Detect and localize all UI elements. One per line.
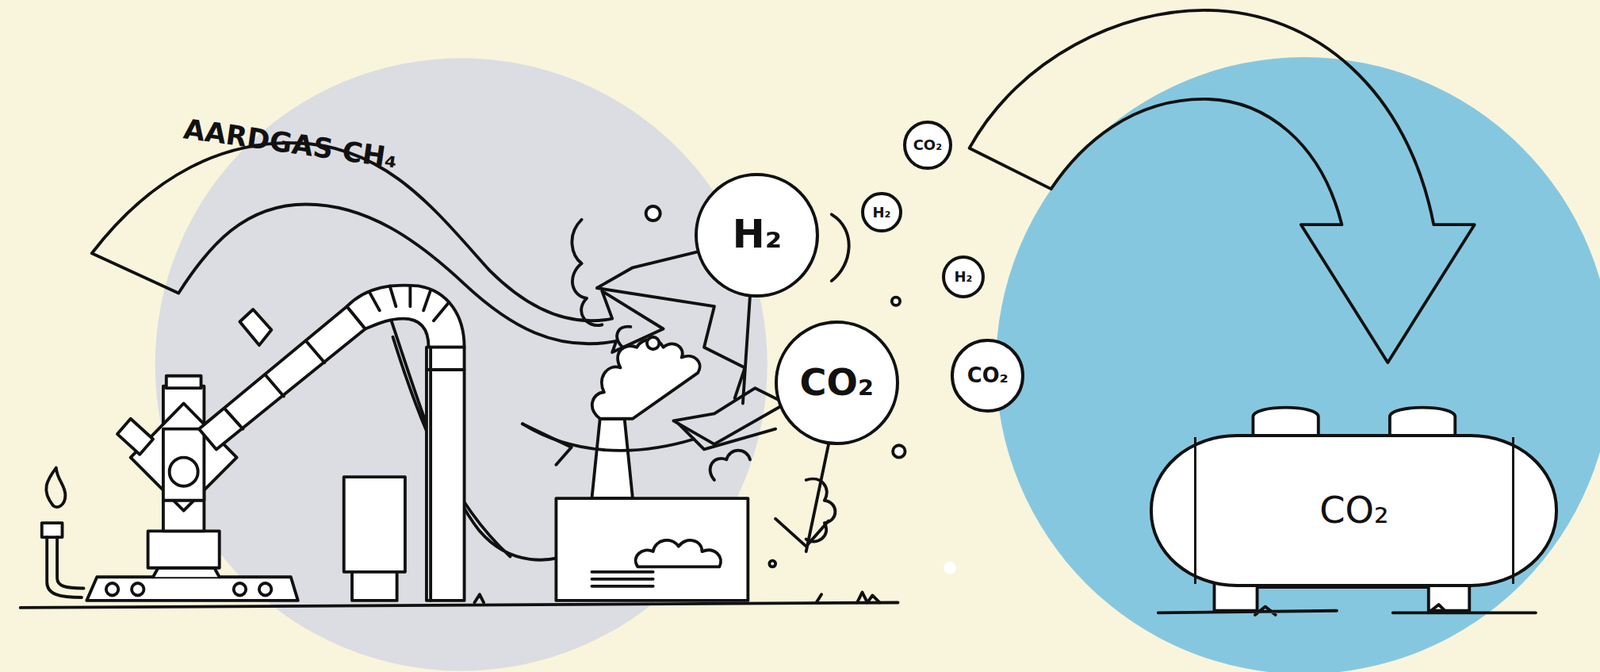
flare-nozzle [42, 522, 63, 537]
diagonal-pipe-lines [224, 340, 325, 429]
gas-bubble: CO₂ [950, 338, 1025, 413]
rig-side-box [117, 418, 154, 455]
gas-formula: CO₂ [1319, 491, 1389, 529]
chimney [591, 418, 632, 498]
rig-base [86, 576, 298, 601]
gas-arrow [91, 142, 664, 353]
control-box-foot [352, 571, 398, 601]
rig-valve [169, 457, 199, 487]
rig-lower-body [148, 530, 220, 567]
grass [474, 592, 1535, 615]
gas-formula: H₂ [953, 269, 973, 284]
flare-pipe [46, 536, 84, 598]
rig-cap [166, 375, 202, 388]
diagonal-pipe [199, 306, 366, 449]
tank-dome-left [1252, 407, 1318, 437]
pipe-arch-ribs [369, 285, 449, 321]
tank-seam [1194, 436, 1197, 584]
pipe-arch [347, 285, 465, 348]
rig-lamp [239, 309, 272, 345]
gas-formula: CO₂ [913, 137, 942, 153]
ground-line [20, 601, 899, 607]
rig-base-holes [106, 582, 272, 595]
flame [45, 467, 66, 508]
gas-formula: H₂ [732, 215, 782, 255]
smoke-puffs [571, 219, 631, 348]
blue-ground-circle [995, 57, 1600, 672]
capture-arrow [969, 10, 1475, 363]
gas-bubble: H₂ [694, 172, 820, 298]
control-box [344, 476, 406, 572]
gas-bubble: H₂ [861, 191, 902, 233]
co2-pointer [678, 423, 829, 552]
gas-bubble: CO₂ [903, 120, 953, 170]
tank-seam [1511, 436, 1515, 584]
storage-tank: CO₂ [1149, 433, 1558, 587]
tank-dome-right [1389, 407, 1455, 437]
grey-swoosh [522, 423, 694, 451]
factory-building [555, 497, 748, 601]
vertical-pipe-band [426, 347, 465, 601]
gas-formula: CO₂ [799, 363, 874, 401]
smoke-low [635, 539, 721, 567]
gas-bubble: H₂ [941, 255, 985, 299]
gas-formula: CO₂ [967, 365, 1009, 387]
gas-formula: H₂ [872, 205, 891, 220]
gas-bubble: CO₂ [774, 320, 900, 445]
smoke [592, 339, 701, 419]
white-dot [943, 561, 956, 574]
vertical-pipe [426, 347, 465, 601]
rig-core [163, 428, 204, 501]
